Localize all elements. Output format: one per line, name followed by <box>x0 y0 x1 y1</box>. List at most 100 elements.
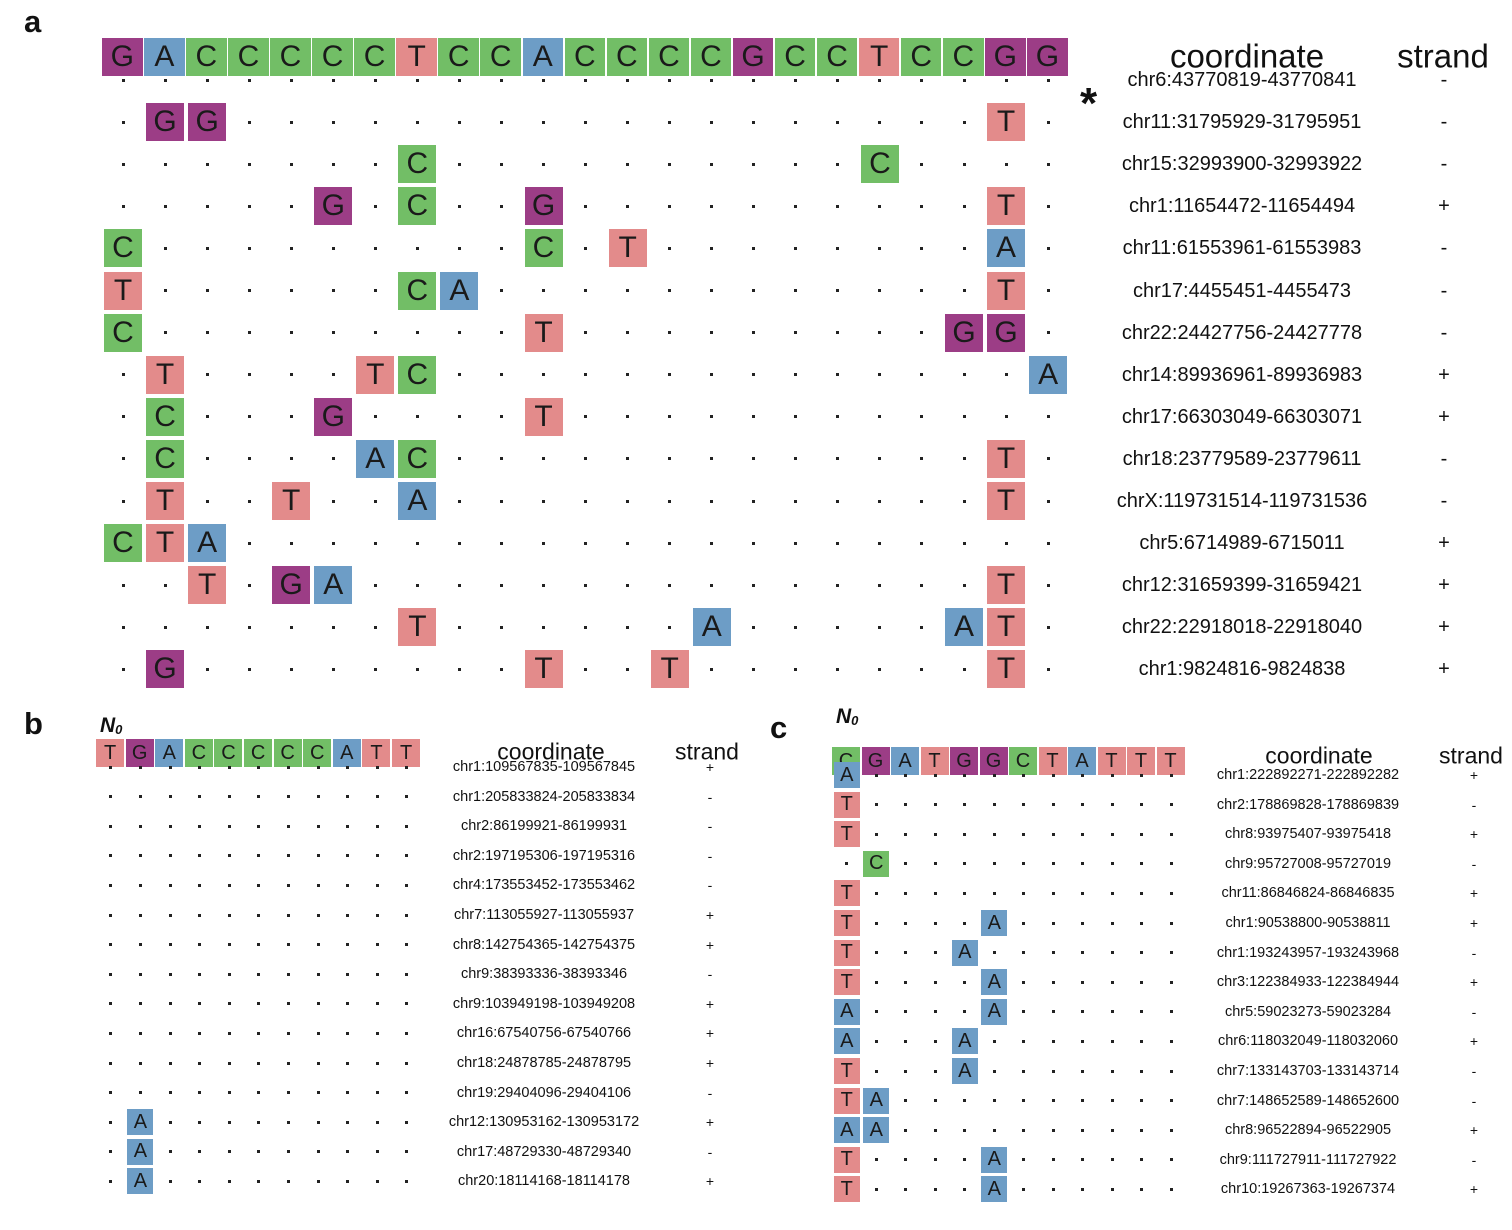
match-dot <box>1046 246 1050 250</box>
match-dot <box>1110 832 1114 836</box>
mismatch-base: A <box>945 608 984 647</box>
site-strand: + <box>1438 195 1450 218</box>
match-dot <box>227 795 231 799</box>
site-coordinate: chr3:122384933-122384944 <box>1216 973 1400 990</box>
match-dot <box>668 373 672 377</box>
match-dot <box>121 499 125 503</box>
match-dot <box>247 457 251 461</box>
match-dot <box>457 120 461 124</box>
match-dot <box>1081 773 1085 777</box>
site-coordinate: chr14:89936961-89936983 <box>1121 363 1363 386</box>
match-dot <box>499 373 503 377</box>
match-dot <box>499 541 503 545</box>
match-dot <box>878 541 882 545</box>
match-dot <box>499 204 503 208</box>
match-dot <box>1110 1158 1114 1162</box>
site-coordinate: chr1:90538800-90538811 <box>1225 914 1391 931</box>
match-dot <box>794 204 798 208</box>
match-dot <box>963 1187 967 1191</box>
match-dot <box>584 289 588 292</box>
match-dot <box>1022 891 1026 895</box>
match-dot <box>405 1002 409 1006</box>
match-dot <box>1081 1099 1085 1103</box>
mismatch-base: A <box>188 524 227 563</box>
match-dot <box>346 1179 350 1183</box>
match-dot <box>874 1010 878 1014</box>
mismatch-base: A <box>833 1028 860 1055</box>
match-dot <box>1081 1010 1085 1014</box>
match-dot <box>457 667 461 671</box>
match-dot <box>542 162 546 166</box>
match-dot <box>227 1120 231 1124</box>
mismatch-base: C <box>104 524 143 563</box>
match-dot <box>163 78 167 82</box>
site-coordinate: chr1:11654472-11654494 <box>1128 195 1356 218</box>
match-dot <box>346 1150 350 1154</box>
match-dot <box>1169 1010 1173 1014</box>
site-coordinate: chr9:111727911-111727922 <box>1219 1151 1397 1168</box>
match-dot <box>499 246 503 250</box>
reference-base: C <box>312 38 353 77</box>
match-dot <box>1169 862 1173 866</box>
match-dot <box>920 289 924 292</box>
reference-base: T <box>858 38 900 77</box>
match-dot <box>963 773 967 777</box>
reference-base: A <box>332 739 361 768</box>
match-dot <box>904 921 908 925</box>
match-dot <box>1046 120 1050 124</box>
site-strand: - <box>1440 153 1448 176</box>
match-dot <box>286 824 290 828</box>
match-dot <box>920 204 924 208</box>
match-dot <box>668 541 672 545</box>
match-dot <box>626 415 630 419</box>
match-dot <box>286 765 290 769</box>
match-dot <box>878 667 882 671</box>
match-dot <box>542 625 546 629</box>
match-dot <box>138 854 142 858</box>
match-dot <box>121 162 125 166</box>
match-dot <box>499 625 503 629</box>
match-dot <box>904 862 908 866</box>
match-dot <box>247 120 251 124</box>
match-dot <box>227 972 231 976</box>
match-dot <box>668 415 672 419</box>
match-dot <box>904 1069 908 1073</box>
match-dot <box>109 943 113 947</box>
match-dot <box>168 883 172 887</box>
match-dot <box>247 625 251 629</box>
match-dot <box>163 204 167 208</box>
match-dot <box>121 120 125 124</box>
match-dot <box>836 373 840 377</box>
mismatch-base: A <box>833 762 860 788</box>
match-dot <box>168 1150 172 1154</box>
match-dot <box>1046 415 1050 419</box>
match-dot <box>1169 1158 1173 1162</box>
match-dot <box>257 1120 261 1124</box>
site-coordinate: chr1:222892271-222892282 <box>1216 766 1400 783</box>
match-dot <box>405 824 409 828</box>
header-coordinate: coordinate <box>497 738 605 765</box>
match-dot <box>752 162 756 166</box>
match-dot <box>499 667 503 671</box>
match-dot <box>346 1061 350 1065</box>
match-dot <box>1081 980 1085 984</box>
match-dot <box>668 162 672 166</box>
match-dot <box>346 972 350 976</box>
match-dot <box>904 1039 908 1043</box>
site-coordinate: chr7:113055927-113055937 <box>453 906 635 923</box>
site-strand: + <box>705 1025 715 1042</box>
match-dot <box>375 765 379 769</box>
match-dot <box>168 1179 172 1183</box>
match-dot <box>405 1179 409 1183</box>
site-coordinate: chr5:6714989-6715011 <box>1139 532 1345 555</box>
match-dot <box>375 972 379 976</box>
match-dot <box>920 120 924 124</box>
mismatch-base: T <box>987 650 1026 689</box>
match-dot <box>316 1179 320 1183</box>
match-dot <box>752 415 756 419</box>
match-dot <box>346 824 350 828</box>
mismatch-base: T <box>987 187 1026 226</box>
site-coordinate: chr17:48729330-48729340 <box>456 1143 632 1160</box>
match-dot <box>1022 1069 1026 1073</box>
match-dot <box>227 1150 231 1154</box>
